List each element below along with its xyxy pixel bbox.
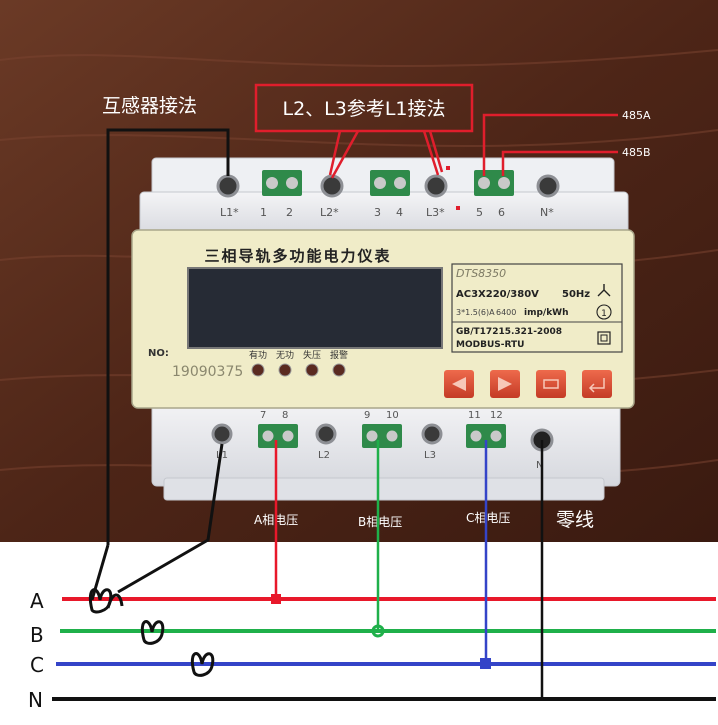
top-terminal-label: 1 <box>260 206 267 219</box>
meter-housing <box>139 157 629 501</box>
top-terminal-label: N* <box>540 206 554 219</box>
spec-box: DTS8350 AC3X220/380V 50Hz 3*1.5(6)A 6400… <box>451 263 623 353</box>
terminal-screw-l2-top[interactable] <box>320 174 344 198</box>
bottom-terminal-label: L2 <box>318 450 330 461</box>
indicator-led-alarm <box>332 363 346 377</box>
bus-label-b: B <box>30 623 44 647</box>
top-terminal-block: L1* 1 2 L2* 3 4 L3* 5 6 N* <box>216 170 560 219</box>
bottom-terminal-label: 10 <box>386 410 399 421</box>
indicator-label-alarm: 报警 <box>330 349 348 361</box>
bottom-terminal-label: 12 <box>490 410 503 421</box>
terminal-screw-l1-top[interactable] <box>216 174 240 198</box>
double-insulation-icon <box>597 331 611 345</box>
top-terminal-label: 6 <box>498 206 505 219</box>
current-transformer-coil-a <box>88 588 113 614</box>
bottom-terminal-label: 8 <box>282 410 288 421</box>
enter-button[interactable] <box>582 370 612 398</box>
rs485-a-wire <box>482 113 618 176</box>
terminal-block-9-10[interactable] <box>362 424 402 448</box>
three-phase-symbol-icon <box>597 284 611 297</box>
voltage-spec: AC3X220/380V <box>456 289 539 300</box>
serial-number: 19090375 <box>172 364 243 380</box>
bottom-terminal-block: L1 7 8 L2 9 10 L3 11 12 N <box>211 410 554 471</box>
pulse-constant: 6400 <box>496 308 516 317</box>
bottom-terminal-label: 9 <box>364 410 370 421</box>
top-terminal-label: 2 <box>286 206 293 219</box>
transformer-lead-wire-black <box>106 128 230 545</box>
top-terminal-label: L1* <box>220 206 239 219</box>
pulse-unit: imp/kWh <box>524 308 569 318</box>
bottom-terminal-label: N <box>536 460 543 471</box>
bottom-terminal-label: 11 <box>468 410 481 421</box>
transformer-coil-lead <box>90 544 110 601</box>
class-mark-icon <box>596 304 612 320</box>
lcd-display <box>187 267 443 349</box>
terminal-screw-l2-bottom[interactable] <box>315 423 337 445</box>
meter-title: 三相导轨多功能电力仪表 <box>204 247 391 265</box>
bottom-terminal-label: L3 <box>424 450 436 461</box>
phase-c-junction <box>480 658 491 669</box>
standard-code: GB/T17215.321-2008 <box>456 327 562 337</box>
indicator-label-active: 有功 <box>249 349 267 361</box>
phase-a-junction <box>271 594 281 604</box>
class-mark: 1 <box>601 309 607 319</box>
front-buttons <box>444 370 612 398</box>
phase-b-junction <box>371 624 385 638</box>
indicator-led-voltage-loss <box>305 363 319 377</box>
rs485-a-label: 485A <box>622 109 651 122</box>
bus-label-a: A <box>30 589 44 613</box>
top-terminal-label: 4 <box>396 206 403 219</box>
bottom-terminal-label: L1 <box>216 450 228 461</box>
indicator-group: 有功 无功 失压 报警 <box>249 349 348 377</box>
menu-icon <box>543 379 559 389</box>
menu-button[interactable] <box>536 370 566 398</box>
terminal-screw-n-top[interactable] <box>536 174 560 198</box>
l2-l3-reference-box <box>254 83 474 133</box>
marker-dot <box>446 166 450 170</box>
transformer-return-wire-black <box>117 443 224 594</box>
bus-label-n: N <box>28 688 43 712</box>
indicator-label-reactive: 无功 <box>276 350 294 361</box>
l2-l3-reference-label: L2、L3参考L1接法 <box>282 98 445 120</box>
top-terminal-label: 3 <box>374 206 381 219</box>
terminal-block-1-2[interactable] <box>262 170 302 196</box>
marker-dot <box>456 206 460 210</box>
indicator-led-active <box>251 363 265 377</box>
current-transformer-coil-c <box>190 652 215 677</box>
phase-c-voltage-label: C相电压 <box>466 511 510 525</box>
top-terminal-label: L3* <box>426 206 445 219</box>
reference-arrows <box>328 130 444 179</box>
terminal-block-5-6[interactable] <box>474 170 514 196</box>
arrow-left-icon <box>452 377 466 391</box>
terminal-block-11-12[interactable] <box>466 424 506 448</box>
terminal-screw-l3-bottom[interactable] <box>421 423 443 445</box>
top-terminal-label: L2* <box>320 206 339 219</box>
terminal-screw-l1-bottom[interactable] <box>211 423 233 445</box>
protocol-label: MODBUS-RTU <box>456 340 524 350</box>
transformer-wiring-label: 互感器接法 <box>102 95 197 117</box>
indicator-led-reactive <box>278 363 292 377</box>
top-terminal-label: 5 <box>476 206 483 219</box>
serial-label: NO: <box>148 348 169 359</box>
current-spec: 3*1.5(6)A <box>456 308 495 317</box>
rs485-b-wire <box>501 150 618 176</box>
frequency-spec: 50Hz <box>562 289 590 300</box>
bottom-terminal-label: 7 <box>260 410 266 421</box>
enter-icon <box>588 378 605 393</box>
indicator-label-voltage-loss: 失压 <box>303 349 321 361</box>
rs485-b-label: 485B <box>622 146 651 159</box>
current-transformer-coil-b <box>140 620 165 645</box>
terminal-block-7-8[interactable] <box>258 424 298 448</box>
terminal-screw-l3-top[interactable] <box>424 174 448 198</box>
model-name: DTS8350 <box>456 267 506 280</box>
bus-label-c: C <box>30 653 44 677</box>
phase-b-voltage-label: B相电压 <box>358 515 402 529</box>
arrow-right-icon <box>498 377 512 391</box>
terminal-block-3-4[interactable] <box>370 170 410 196</box>
neutral-wire-label: 零线 <box>556 509 594 531</box>
